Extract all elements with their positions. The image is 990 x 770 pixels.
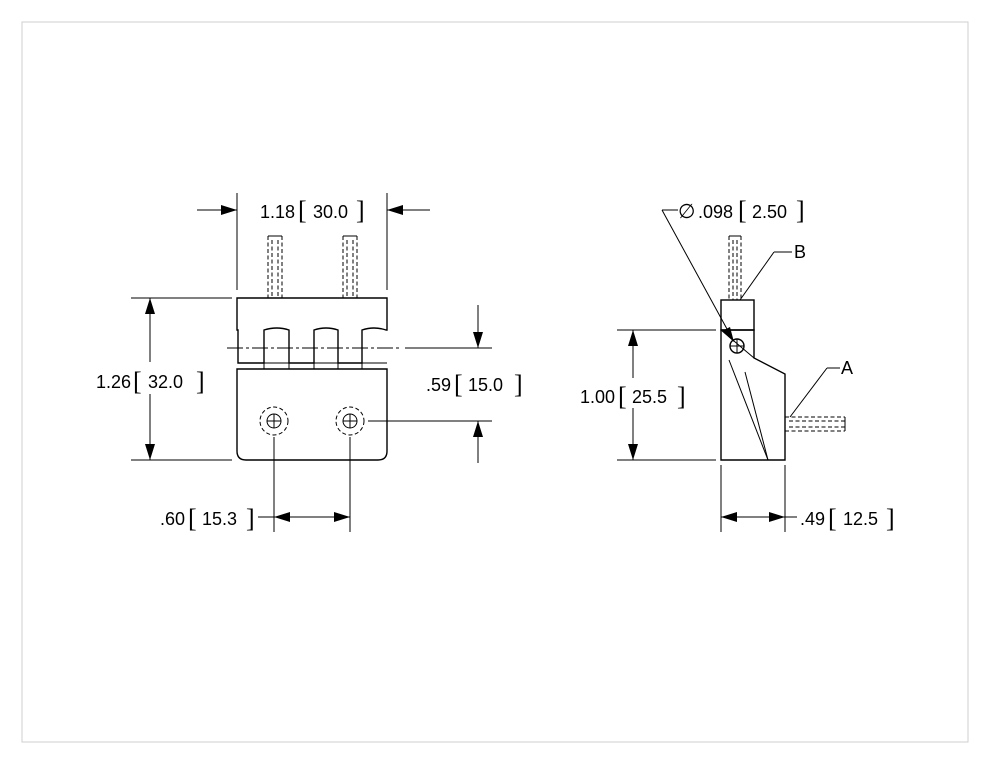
svg-text:]: ] <box>356 196 365 225</box>
dim-front-hole-height-metric: 15.0 <box>468 375 503 395</box>
dim-front-height-metric: 32.0 <box>148 372 183 392</box>
side-pin-a <box>785 416 846 432</box>
dim-front-width-metric: 30.0 <box>313 202 348 222</box>
dim-front-hole-height-value: .59 <box>426 375 451 395</box>
dim-side-diameter: ∅ .098 [ 2.50 ] <box>661 196 805 342</box>
dim-front-width: 1.18 [ 30.0 ] <box>197 193 430 290</box>
side-view: ∅ .098 [ 2.50 ] B A 1.00 [ 2 <box>580 196 895 533</box>
front-upper-body <box>236 297 388 364</box>
front-lower-body <box>236 368 388 461</box>
dim-front-hole-spacing-value: .60 <box>160 509 185 529</box>
side-pin <box>728 235 742 300</box>
dim-side-height: 1.00 [ 25.5 ] <box>580 329 716 461</box>
side-upper-block <box>720 299 755 331</box>
front-view: 1.18 [ 30.0 ] 1.26 [ 32.0 ] .59 <box>96 193 523 533</box>
svg-text:]: ] <box>246 504 255 533</box>
callout-b-label: B <box>794 242 806 262</box>
svg-text:[: [ <box>738 196 747 225</box>
callout-a: A <box>789 358 853 418</box>
side-hole <box>729 338 745 354</box>
svg-text:]: ] <box>514 370 523 399</box>
svg-text:]: ] <box>796 196 805 225</box>
dim-front-hole-spacing-metric: 15.3 <box>202 509 237 529</box>
sheet-border <box>21 21 969 743</box>
svg-text:]: ] <box>677 382 686 411</box>
side-body <box>720 329 786 461</box>
dim-side-depth-metric: 12.5 <box>843 509 878 529</box>
front-hole-left <box>259 406 289 436</box>
dim-side-height-metric: 25.5 <box>632 387 667 407</box>
svg-text:]: ] <box>886 504 895 533</box>
callout-b: B <box>739 242 806 301</box>
svg-text:[: [ <box>828 504 837 533</box>
svg-text:[: [ <box>618 382 627 411</box>
svg-text:[: [ <box>188 504 197 533</box>
dim-side-height-value: 1.00 <box>580 387 615 407</box>
svg-text:[: [ <box>454 370 463 399</box>
svg-text:]: ] <box>196 367 205 396</box>
dim-side-depth: .49 [ 12.5 ] <box>720 465 895 533</box>
dim-front-hole-height: .59 [ 15.0 ] <box>368 305 523 463</box>
dim-front-height-value: 1.26 <box>96 372 131 392</box>
svg-text:[: [ <box>298 196 307 225</box>
dim-front-hole-spacing: .60 [ 15.3 ] <box>160 437 351 533</box>
dim-front-height: 1.26 [ 32.0 ] <box>96 297 232 461</box>
dim-front-width-value: 1.18 <box>260 202 295 222</box>
dim-side-diameter-metric: 2.50 <box>752 202 787 222</box>
front-hole-right <box>335 406 365 436</box>
dim-side-depth-value: .49 <box>800 509 825 529</box>
dim-side-diameter-value: .098 <box>698 202 733 222</box>
callout-a-label: A <box>841 358 853 378</box>
front-pins <box>267 235 358 298</box>
dim-side-diameter-symbol: ∅ <box>678 201 695 223</box>
svg-text:[: [ <box>133 367 142 396</box>
